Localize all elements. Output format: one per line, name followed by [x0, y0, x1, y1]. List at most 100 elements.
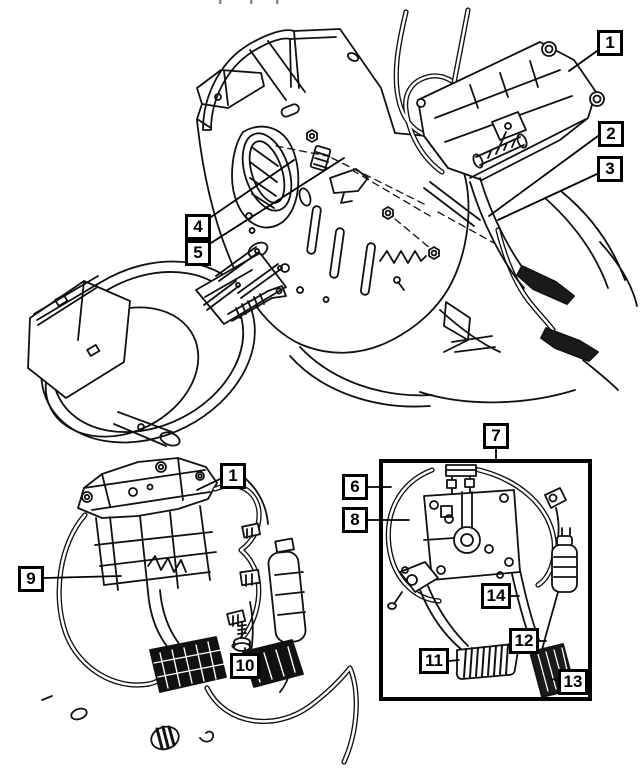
- grommet-stripes: [155, 725, 176, 750]
- hanger-tab-1: [446, 479, 457, 489]
- nut-1: [306, 129, 318, 143]
- plate-hub-center: [460, 533, 474, 547]
- retainer-pin-hole: [504, 122, 512, 130]
- ear-hole-1: [81, 491, 93, 503]
- stud-tips: [235, 248, 283, 288]
- actuator-cylinder: [267, 550, 307, 644]
- callout-bl-10: 10: [230, 653, 260, 679]
- spring: [379, 250, 427, 264]
- accel-arm-inset: [541, 591, 559, 651]
- ear-hole-1b: [83, 493, 91, 501]
- body-ribs: [94, 505, 217, 593]
- bracket-strip: [33, 275, 102, 321]
- adjustable-pedal-assembly-drawing: [41, 457, 359, 765]
- bushing-end-left: [472, 153, 484, 169]
- panel-hole-2: [280, 263, 290, 273]
- inset-loop-right-inner: [468, 466, 556, 587]
- pushrod-clevis: [267, 285, 287, 299]
- plate-hole-3: [504, 557, 514, 567]
- long-cable-inner: [205, 666, 358, 764]
- alignment-dashes: [275, 145, 495, 250]
- small-tick: [41, 695, 53, 701]
- plate-hole-6: [484, 544, 494, 554]
- cable-hook: [199, 730, 215, 743]
- clevis-pin: [275, 287, 283, 295]
- bolt-shank: [237, 621, 247, 639]
- plate-hole-a: [128, 487, 138, 497]
- hanger-tab-2: [464, 478, 475, 488]
- cropped-text-artifact-1: [250, 0, 253, 4]
- mount-ear-top: [541, 41, 557, 57]
- plate-hole-b: [146, 483, 154, 491]
- connector-2: [239, 568, 261, 587]
- callout-top-1: 1: [597, 30, 623, 56]
- bolt-head-sides: [233, 641, 251, 648]
- bracket-clip-1: [54, 294, 69, 307]
- vacuum-port-end: [159, 431, 181, 447]
- nut-1-hole: [308, 132, 316, 140]
- panel-top-edge: [289, 28, 396, 134]
- callout-br-6: 6: [342, 474, 368, 500]
- leader-line-top-2: [488, 135, 599, 217]
- leader-line-br-11: [448, 659, 460, 662]
- bolt-head-flange: [233, 642, 251, 652]
- nut-2: [382, 206, 394, 220]
- leader-line-top-4: [210, 159, 295, 218]
- leader-line-top-3: [497, 173, 598, 221]
- ear-hole-2b: [157, 463, 165, 471]
- linkage-arm: [555, 507, 560, 539]
- cropped-text-artifact-2: [276, 0, 279, 4]
- plate-hub: [453, 526, 481, 554]
- pedal-pad-2: [540, 327, 599, 362]
- callout-top-3: 3: [597, 156, 623, 182]
- callout-br-8: 8: [342, 507, 368, 533]
- bracket-clip-2: [86, 344, 101, 357]
- callout-bl-9: 9: [18, 566, 44, 592]
- floor-bracket-lines: [443, 301, 496, 353]
- plate-square: [440, 505, 453, 518]
- floorpan-curves: [289, 309, 619, 408]
- panel-hole: [346, 52, 360, 62]
- flap-hole: [214, 93, 222, 101]
- callout-top-2: 2: [598, 121, 624, 147]
- switch-bracket: [329, 168, 369, 204]
- callout-br-13: 13: [558, 669, 588, 695]
- pedal-pad-1: [516, 265, 575, 305]
- clamp-bolt: [393, 591, 403, 605]
- screw-shank: [397, 281, 405, 291]
- left-flap-bracket: [196, 69, 265, 129]
- top-exploded-view-drawing: [196, 7, 638, 408]
- panel-slot-1: [306, 205, 322, 255]
- brake-booster-drawing: [27, 246, 287, 447]
- plate-hole-4: [436, 565, 446, 575]
- cowl-curves: [544, 191, 638, 307]
- mount-ear-right: [589, 91, 605, 107]
- mounting-studs: [203, 246, 282, 311]
- mount-ear-left: [416, 98, 426, 108]
- inset-loop-left-inner: [387, 468, 441, 603]
- plate-hole-5: [444, 514, 454, 524]
- actuator-connector: [274, 537, 295, 554]
- connector-ticks: [232, 527, 253, 627]
- bushing-end-right: [516, 133, 528, 149]
- port-screw: [137, 423, 145, 431]
- position-sensor: [551, 544, 578, 593]
- leader-line-top-5: [210, 157, 345, 244]
- plate-hole-1: [429, 500, 439, 510]
- mount-ear-right-hole: [592, 94, 602, 104]
- pivot-shaft: [423, 181, 481, 227]
- plate-lines: [83, 457, 211, 511]
- leader-line-top-1: [568, 50, 598, 72]
- pedal-inset-drawing: [385, 464, 578, 698]
- callout-br-11: 11: [419, 648, 449, 674]
- brake-arm-inset: [419, 585, 469, 651]
- brake-pad-ribs: [463, 644, 509, 678]
- small-oval: [70, 707, 88, 721]
- sensor-stems: [561, 527, 571, 537]
- leader-line-bl-9: [43, 575, 122, 579]
- sensor-linkage: [544, 487, 567, 509]
- inset-frame-border: [379, 459, 592, 701]
- plate-screw: [496, 571, 504, 579]
